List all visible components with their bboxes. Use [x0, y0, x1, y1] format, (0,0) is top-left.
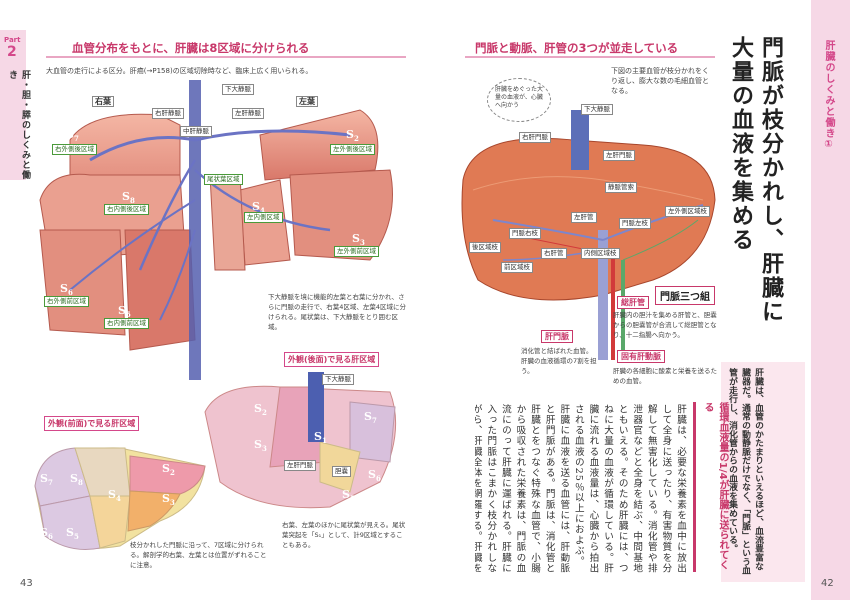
r-left-lateral-label: 左外側区域枝 — [665, 206, 710, 217]
back-view-diagram — [204, 372, 397, 509]
front-s3: S3 — [162, 492, 175, 508]
back-gallbladder-label: 胆嚢 — [332, 466, 351, 477]
seg-s1: S1 — [218, 160, 231, 176]
r-left-branch-label: 門脈左枝 — [619, 218, 651, 229]
heading-underline-right — [465, 56, 715, 58]
seg-s7: S7 — [66, 128, 79, 144]
seg-s2-label: 左外側後区域 — [330, 144, 375, 155]
front-s8: S8 — [70, 472, 83, 488]
seg-s5-label: 右内側前区域 — [104, 318, 149, 329]
seg-s4-label: 左内側区域 — [244, 212, 283, 223]
heading-underline — [46, 56, 406, 58]
left-hv-label: 左肝静脈 — [232, 108, 264, 119]
chapter-tab[interactable] — [811, 0, 850, 600]
front-s6: S6 — [40, 526, 53, 542]
seg-s4: S4 — [252, 200, 265, 216]
body-text: 肝臓は、必要な栄養素を血中に放出して全身に送ったり、有害物質を分解して無害化して… — [475, 404, 686, 574]
section-heading-right: 門脈と動脈、肝管の3つが並走している — [475, 41, 679, 55]
front-note: 枝分かれした門脈に沿って、7区域に分けられる。解剖学的右葉、左葉とは位置がずれる… — [130, 541, 267, 569]
ivc-label: 下大静脈 — [222, 84, 254, 95]
r-right-pv-label: 右肝門脈 — [519, 132, 551, 143]
portal-note: 消化管と結ばれた血管。肝臓の血液循環の7割を担う。 — [521, 347, 597, 375]
common-duct-label: 総肝管 — [617, 296, 649, 309]
right-page-number: 42 — [821, 578, 834, 589]
seg-s3: S3 — [352, 232, 365, 248]
part-tab[interactable]: Part 2 肝・胆・膵のしくみと働き — [0, 30, 30, 180]
seg-s3-label: 左外側前区域 — [334, 246, 379, 257]
side-tab-text: 肝・胆・膵のしくみと働き — [7, 70, 30, 180]
seg-s6-label: 右外側前区域 — [44, 296, 89, 307]
r-left-duct-label: 左肝管 — [571, 212, 597, 223]
front-s5: S5 — [66, 526, 79, 542]
r-right-duct-label: 右肝管 — [541, 248, 567, 259]
part-number: 2 — [7, 44, 17, 60]
right-page: 肝臓のしくみと働き① 門脈が枝分かれし、肝臓に大量の血液を集める 肝臓は、血管の… — [425, 0, 850, 600]
middle-hv-label: 中肝静脈 — [180, 126, 212, 137]
seg-s1-label: 尾状葉区域 — [204, 174, 243, 185]
back-view-title: 外観(後面)で見る肝区域 — [284, 352, 380, 367]
lead-text: 肝臓は、血管のかたまりといえるほど、血流豊富な臓器だ。通常の動静脈だけでなく、「… — [727, 368, 763, 575]
seg-s7-label: 右外側後区域 — [52, 144, 97, 155]
back-ivc-label: 下大静脈 — [322, 374, 354, 385]
back-note: 右葉、左葉のほかに尾状葉が見える。尾状葉突起を「S₁」として、計9区域とすること… — [282, 521, 406, 549]
front-s7: S7 — [40, 472, 53, 488]
right-lobe-label: 右葉 — [92, 96, 114, 107]
artery-note: 肝臓の各細胞に酸素と栄養を送るための血管。 — [613, 367, 717, 385]
callout-text: 肝臓をめぐった大量の血液が、心臓へ向かう — [495, 86, 544, 109]
r-right-branch-label: 門脈右枝 — [509, 228, 541, 239]
portal-vein-label: 肝門脈 — [541, 330, 573, 343]
back-s1: S1 — [314, 430, 327, 446]
left-page: Part 2 肝・胆・膵のしくみと働き 血管分布をもとに、肝臓は8区域に分けられ… — [0, 30, 407, 589]
callout-bubble — [487, 78, 551, 122]
back-s5: S5 — [342, 488, 355, 504]
front-s2: S2 — [162, 462, 175, 478]
front-s4: S4 — [108, 488, 121, 504]
artery-label: 固有肝動脈 — [617, 350, 665, 363]
r-medial-label: 内側区域枝 — [581, 248, 620, 259]
intro-text-right: 下図の主要血管が枝分かれをくり返し、膨大な数の毛細血管となる。 — [611, 67, 709, 95]
r-left-pv-label: 左肝門脈 — [603, 150, 635, 161]
right-hv-label: 右肝静脈 — [152, 108, 184, 119]
triad-label: 門脈三つ組 — [655, 286, 715, 305]
body-box-title: 循環血液量の1/4が肝臓に送られてくる — [693, 402, 730, 572]
seg-s6: S6 — [60, 282, 73, 298]
ivc-note: 下大静脈を境に機能的左葉と右葉に分かれ、さらに門脈の走行で、右葉4区域、左葉4区… — [268, 293, 407, 331]
main-title: 門脈が枝分かれし、肝臓に大量の血液を集める — [728, 36, 783, 324]
lead-box — [721, 362, 805, 582]
intro-text: 大血管の走行による区分。肝癌(→P158)の区域切除時など、臨床上広く用いられる… — [46, 67, 313, 75]
back-s7: S7 — [364, 410, 377, 426]
common-duct-note: 肝臓内の胆汁を集める肝管と、胆嚢からの胆嚢管が合流して総胆管となり、十二指腸へ向… — [613, 311, 717, 339]
seg-s2: S2 — [346, 128, 359, 144]
seg-s8-label: 右内側後区域 — [104, 204, 149, 215]
left-page-number: 43 — [20, 578, 33, 589]
section-heading: 血管分布をもとに、肝臓は8区域に分けられる — [72, 41, 310, 55]
r-vein-fissure-label: 静脈管索 — [605, 182, 637, 193]
part-label: Part — [4, 36, 21, 44]
front-view-diagram — [34, 447, 206, 550]
seg-s8: S8 — [122, 190, 135, 206]
back-s3: S3 — [254, 438, 267, 454]
left-lobe-label: 左葉 — [296, 96, 318, 107]
liver-segments-diagram — [39, 80, 393, 380]
r-ivc-label: 下大静脈 — [581, 104, 613, 115]
r-anterior-label: 前区域枝 — [501, 262, 533, 273]
seg-s5: S5 — [118, 304, 131, 320]
back-s6: S6 — [368, 468, 381, 484]
back-s2: S2 — [254, 402, 267, 418]
front-view-title: 外観(前面)で見る肝区域 — [44, 416, 140, 431]
r-caudate-label: 後区域枝 — [469, 242, 501, 253]
chapter-tab-text: 肝臓のしくみと働き① — [823, 40, 834, 151]
back-left-pv-label: 左肝門脈 — [284, 460, 316, 471]
